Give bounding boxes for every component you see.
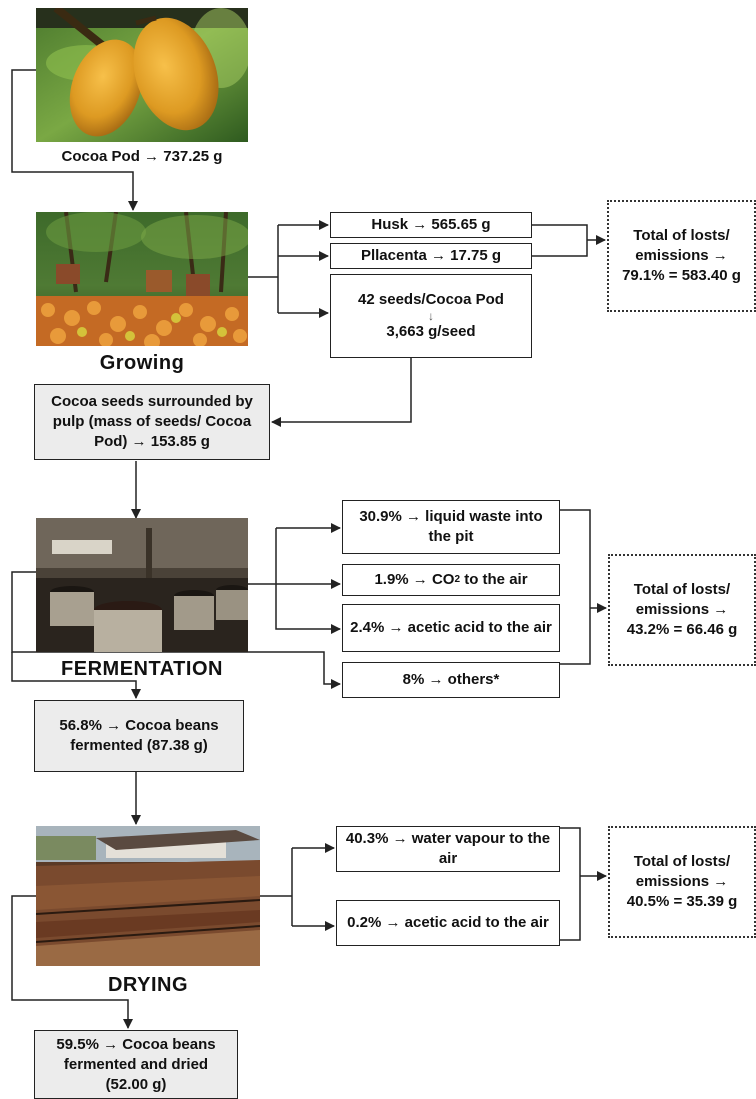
fermentation-barrels-photo (36, 518, 248, 652)
drying-total-box: Total of losts/ emissions → 40.5% = 35.3… (608, 826, 756, 938)
placenta-box: Pllacenta → 17.75 g (330, 243, 532, 269)
others-box: 8% → others* (342, 662, 560, 698)
seeds-per-pod: 42 seeds/Cocoa Pod (358, 291, 504, 308)
husk-box: Husk → 565.65 g (330, 212, 532, 238)
beans-dried-box: 59.5% → Cocoa beans fermented and dried … (34, 1030, 238, 1099)
co2-subscript: 2 (454, 574, 461, 585)
mass-per-seed: 3,663 g/seed (386, 323, 476, 340)
growing-total-box: Total of losts/ emissions → 79.1% = 583.… (607, 200, 756, 312)
down-arrow-icon: ↓ (428, 309, 434, 323)
stage-label-fermentation: FERMENTATION (61, 658, 223, 680)
stage-label-growing: Growing (99, 352, 185, 374)
liquid-waste-box: 30.9% → liquid waste into the pit (342, 500, 560, 554)
water-vapour-box: 40.3% → water vapour to the air (336, 826, 560, 872)
beans-fermented-box: 56.8% → Cocoa beans fermented (87.38 g) (34, 700, 244, 772)
pod-caption: Cocoa Pod → 737.25 g (61, 148, 223, 165)
cocoa-plantation-photo (36, 212, 248, 346)
co2-text: 1.9% → CO (374, 571, 455, 588)
acetic-acid-box-fermentation: 2.4% → acetic acid to the air (342, 604, 560, 652)
cocoa-pod-photo (36, 8, 248, 142)
seeds-box: 42 seeds/Cocoa Pod ↓ 3,663 g/seed (330, 274, 532, 358)
acetic-acid-box-drying: 0.2% → acetic acid to the air (336, 900, 560, 946)
drying-beds-photo (36, 826, 260, 966)
stage-label-drying: DRYING (107, 974, 189, 996)
fermentation-total-box: Total of losts/ emissions → 43.2% = 66.4… (608, 554, 756, 666)
seeds-with-pulp-box: Cocoa seeds surrounded by pulp (mass of … (34, 384, 270, 460)
co2-suffix: to the air (460, 571, 528, 588)
